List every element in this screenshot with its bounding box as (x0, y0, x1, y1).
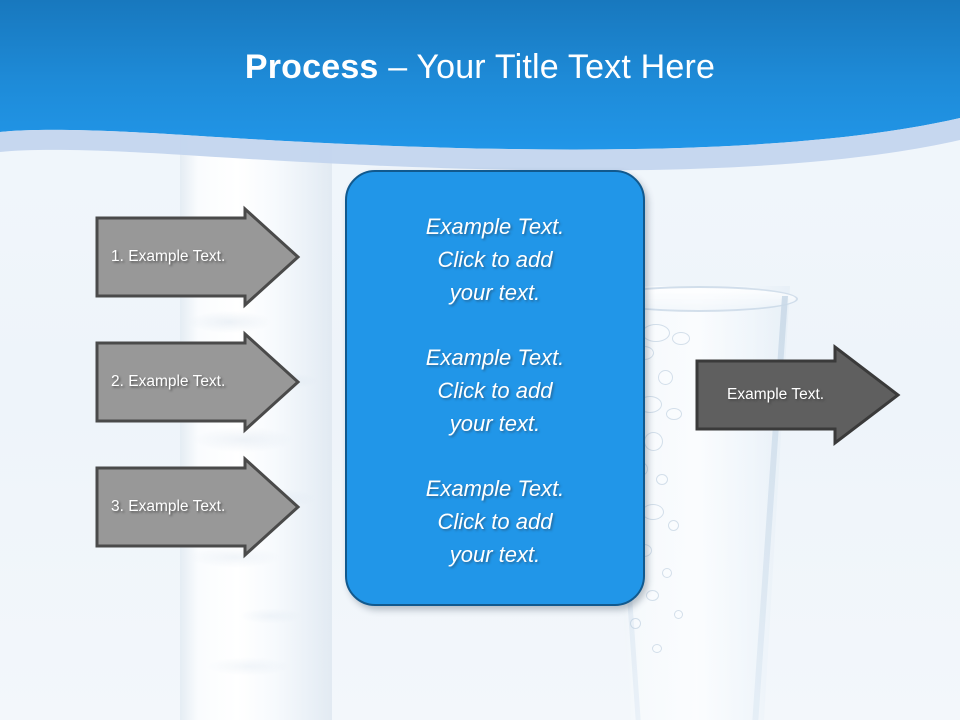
output-arrow-shape (695, 343, 901, 447)
input-arrow-1[interactable]: 1. Example Text. (95, 205, 301, 309)
output-arrow-label: Example Text. (727, 386, 825, 403)
banner-blue-shape (0, 0, 960, 150)
output-arrow[interactable]: Example Text. (695, 343, 901, 447)
input-arrow-3[interactable]: 3. Example Text. (95, 455, 301, 559)
banner-accent-band (0, 118, 960, 171)
header-banner: Process – Your Title Text Here (0, 0, 960, 175)
input-arrow-2[interactable]: 2. Example Text. (95, 330, 301, 434)
center-content-panel[interactable]: Example Text. Click to add your text. Ex… (345, 170, 645, 606)
input-arrow-2-shape (95, 330, 301, 434)
panel-text-block-1[interactable]: Example Text. Click to add your text. (425, 214, 565, 305)
input-arrow-2-label: 2. Example Text. (111, 373, 226, 390)
page-title-rest: – Your Title Text Here (378, 48, 716, 86)
page-title: Process – Your Title Text Here (0, 48, 960, 87)
panel-text-block-3[interactable]: Example Text. Click to add your text. (425, 476, 565, 567)
page-title-bold: Process (244, 48, 379, 86)
header-banner-shape (0, 0, 960, 171)
input-arrow-3-label: 3. Example Text. (111, 498, 226, 515)
input-arrow-3-shape (95, 455, 301, 559)
panel-text-block-2[interactable]: Example Text. Click to add your text. (425, 345, 565, 436)
input-arrow-1-shape (95, 205, 301, 309)
input-arrow-1-label: 1. Example Text. (111, 248, 226, 265)
